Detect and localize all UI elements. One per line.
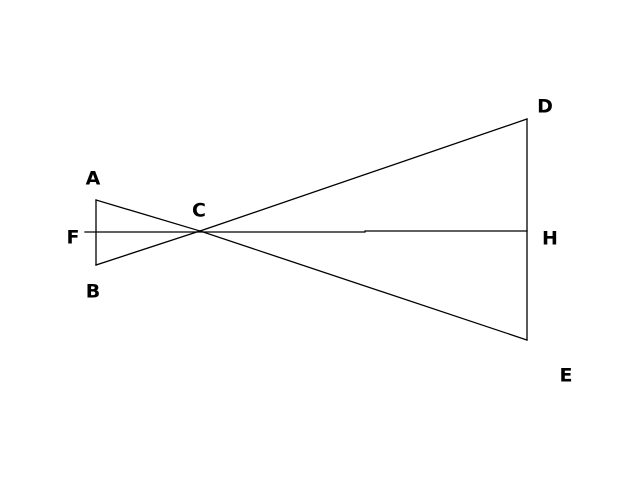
segment-AC xyxy=(95,199,201,232)
segment-CD xyxy=(199,118,528,232)
segment-FH xyxy=(84,230,528,233)
segment-group xyxy=(84,118,528,341)
vertex-label-h: H xyxy=(542,227,558,250)
segment-CE xyxy=(199,230,528,341)
vertex-label-e: E xyxy=(559,364,573,387)
segment-BC xyxy=(95,230,201,266)
vertex-label-a: A xyxy=(85,167,101,190)
vertex-label-b: B xyxy=(85,280,101,303)
vertex-label-c: C xyxy=(192,199,206,222)
vertex-label-f: F xyxy=(66,226,80,249)
vertex-label-d: D xyxy=(537,95,553,118)
